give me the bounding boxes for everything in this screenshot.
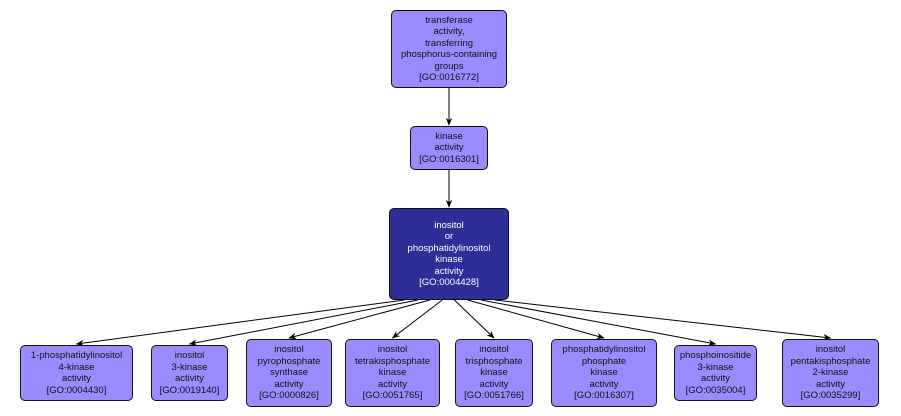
go-term-label-line: kinase — [590, 367, 618, 379]
go-term-id: [GO:0051766] — [464, 390, 524, 402]
edge-arrow — [288, 299, 430, 340]
go-term-label-line: transferase — [425, 14, 473, 26]
edge-arrow — [454, 299, 495, 339]
go-term-label-line: inositol — [434, 219, 464, 231]
go-term-id: [GO:0016301] — [419, 153, 479, 165]
go-term-id: [GO:0004428] — [419, 277, 479, 288]
go-term-label-line: transferring — [424, 37, 474, 49]
go-term-label-line: kinase — [378, 367, 407, 379]
go-term-label-line: synthase — [269, 367, 309, 379]
go-term-label-line: inositol — [815, 344, 846, 356]
go-term-label-line: 2-kinase — [812, 367, 849, 379]
go-term-label-line: phosphate — [581, 355, 627, 367]
go-term-label-line: activity — [377, 378, 408, 390]
go-term-id: [GO:0035299] — [800, 390, 861, 402]
edge-arrow — [188, 299, 418, 346]
go-term-label-line: inositol — [174, 350, 205, 361]
go-term-id: [GO:0019140] — [159, 384, 220, 396]
go-term-label-line: groups — [434, 60, 464, 72]
go-term-label-line: inositol — [274, 344, 304, 356]
go-term-id: [GO:0016307] — [574, 390, 634, 402]
go-term-label-line: activity — [700, 373, 731, 384]
go-term-label-line: trisphosphate — [465, 355, 523, 367]
go-term-label-line: activity — [434, 265, 464, 277]
go-term-label-line: inositol — [377, 344, 408, 356]
go-term-id: [GO:0035004] — [685, 384, 746, 396]
go-term-id: [GO:0016772] — [419, 72, 479, 83]
edge-arrow — [494, 299, 832, 341]
edge-arrow — [480, 299, 717, 346]
go-term-label-line: inositol — [479, 344, 509, 356]
go-term-label-line: activity — [434, 142, 464, 154]
go-term-label-line: activity — [589, 378, 619, 390]
go-term-label-line: phosphorus-containing — [400, 49, 498, 60]
go-term-label-line: activity — [174, 373, 205, 384]
go-term-label-line: pentakisphosphate — [790, 355, 871, 367]
go-term-id: [GO:0000826] — [259, 390, 319, 402]
edge-arrow — [391, 299, 443, 339]
go-term-label-line: activity, — [433, 26, 465, 37]
go-term-label-line: 3-kinase — [171, 361, 208, 373]
go-term-label-line: activity — [479, 378, 509, 390]
go-term-label-line: kinase — [435, 130, 463, 142]
go-term-label-line: 4-kinase — [58, 361, 95, 373]
go-term-id: [GO:0051765] — [362, 390, 423, 402]
go-term-label-line: phosphoinositide — [679, 350, 752, 361]
go-term-label-line: tetrakisphosphate — [355, 355, 430, 367]
go-term-label-line: or — [444, 231, 454, 242]
go-term-label-line: activity — [61, 373, 92, 384]
go-term-label-line: kinase — [435, 254, 463, 265]
go-term-label-line: phosphatidylinositol — [562, 344, 646, 356]
go-term-label-line: 1-phosphatidylinositol — [30, 350, 123, 361]
go-term-label-line: phosphatidylinositol — [407, 242, 491, 254]
go-term-label-line: 3-kinase — [697, 361, 734, 373]
go-term-id: [GO:0004430] — [46, 384, 107, 396]
go-term-label-line: activity — [815, 378, 846, 390]
go-term-label-line: kinase — [480, 367, 508, 379]
go-term-label-line: activity — [274, 378, 304, 390]
go-term-label-line: pyrophosphate — [257, 355, 321, 367]
edge-arrow — [467, 299, 605, 340]
edge-arrow — [75, 299, 405, 347]
